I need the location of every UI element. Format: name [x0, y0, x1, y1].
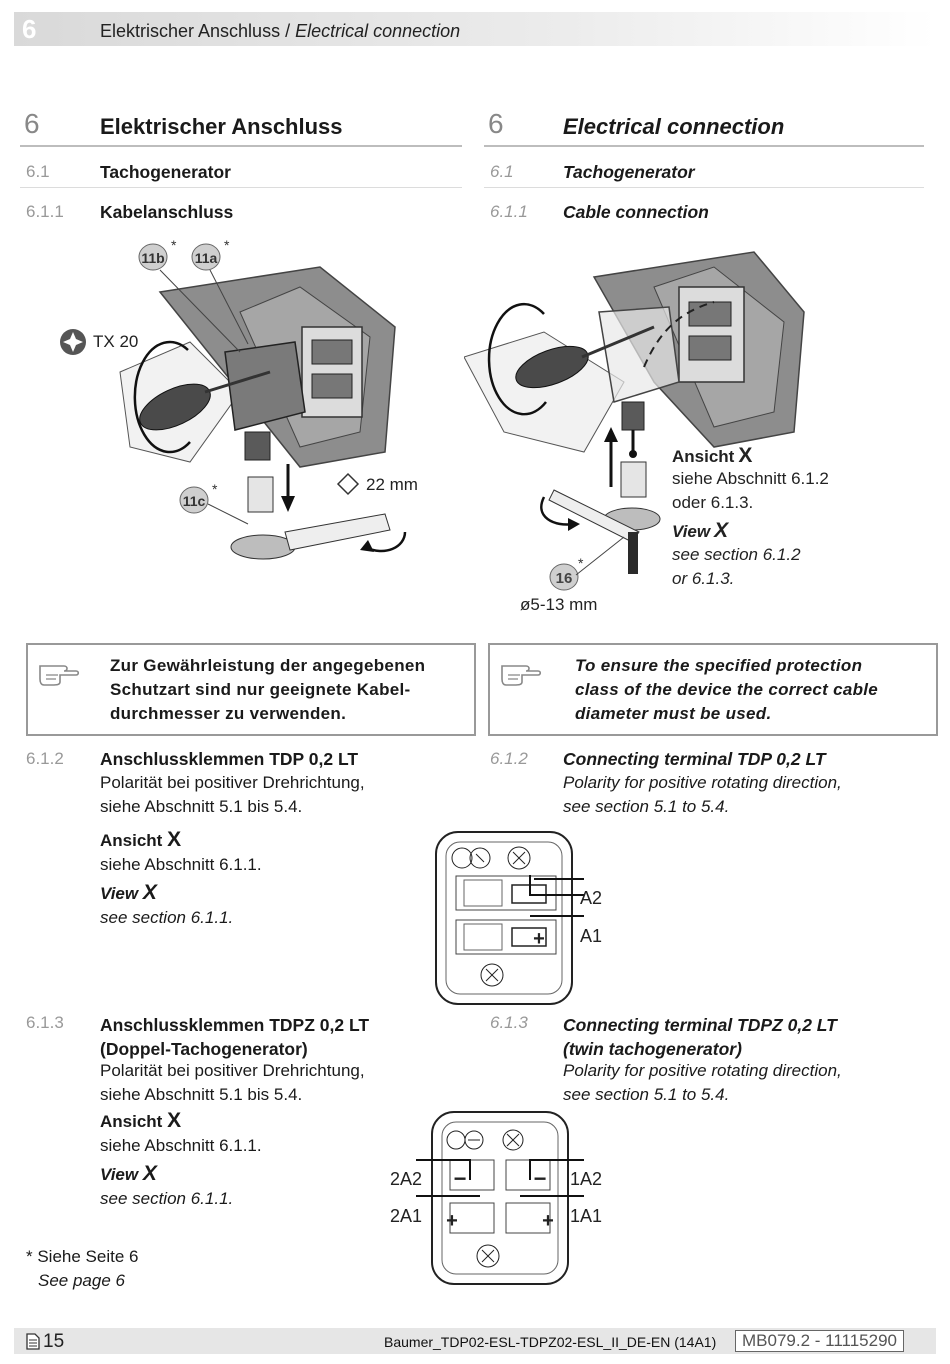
polarity-text-en: Polarity for positive rotating direction… — [563, 1061, 842, 1104]
subsection-title: Tachogenerator — [100, 162, 231, 182]
screw-icon — [476, 1244, 500, 1268]
subsection-title: Connecting terminal TDPZ 0,2 LT(twin tac… — [563, 1015, 837, 1059]
view-x-ref-en: see section 6.1.2 — [672, 545, 801, 564]
subsection-title: Anschlussklemmen TDP 0,2 LT — [100, 749, 359, 769]
subsection-number: 6.1.2 — [490, 749, 528, 768]
plus-terminal: + — [533, 928, 545, 950]
plus-terminal: + — [446, 1210, 458, 1232]
subsection-title: Connecting terminal TDP 0,2 LT — [563, 749, 826, 769]
section-number-de: 6 — [24, 108, 40, 139]
header-bar — [14, 12, 936, 46]
subsection-title: Tachogenerator — [563, 162, 695, 182]
cable-diameter-label: ø5-13 mm — [520, 595, 597, 614]
wrench-size-label: 22 mm — [366, 475, 418, 494]
terminal-a2-label: A2 — [580, 888, 602, 908]
minus-terminal: − — [534, 1166, 547, 1191]
terminal-diagram-tdp: + A2 A1 — [435, 831, 602, 1005]
subsection-number: 6.1.3 — [26, 1013, 64, 1032]
torx-size-label: TX 20 — [93, 332, 138, 351]
view-x-ref-de: oder 6.1.3. — [672, 493, 753, 512]
terminal-2a2-label: 2A2 — [390, 1169, 422, 1189]
asterisk: * — [212, 481, 218, 497]
subsection-number: 6.1.2 — [26, 749, 64, 768]
subsection-number: 6.1.3 — [490, 1013, 528, 1032]
terminal-diagram-tdpz: − − + + 2A2 2A1 1A2 1A1 — [390, 1111, 602, 1285]
callout-11a: 11a — [195, 250, 218, 266]
subsection-number: 6.1 — [490, 162, 514, 181]
ground-icon — [451, 847, 473, 869]
callout-11b: 11b — [141, 250, 164, 266]
terminal-a1-label: A1 — [580, 926, 602, 946]
pointing-hand-icon — [501, 665, 542, 686]
view-x-ref-de: siehe Abschnitt 6.1.2 — [672, 469, 829, 488]
subsection-title: Kabelanschluss — [100, 202, 234, 222]
screw-icon — [502, 1129, 524, 1151]
header-title: Elektrischer Anschluss / Electrical conn… — [100, 21, 461, 41]
screw-icon — [507, 846, 531, 870]
section-title-de: Elektrischer Anschluss — [100, 114, 343, 139]
minus-terminal: − — [454, 1166, 467, 1191]
section-number-en: 6 — [488, 108, 504, 139]
view-x-block-de: Ansicht X siehe Abschnitt 6.1.1. View X … — [100, 1109, 262, 1208]
pointing-hand-icon — [39, 665, 80, 686]
asterisk: * — [578, 555, 584, 571]
polarity-text-en: Polarity for positive rotating direction… — [563, 773, 842, 816]
cable-connection-figure-left: 11b * 11a * 11c * TX 20 22 mm — [60, 237, 418, 560]
header-chapter-number: 6 — [22, 14, 37, 44]
note-box-en — [488, 643, 938, 736]
page-number: 15 — [43, 1331, 65, 1352]
footnote: * Siehe Seite 6 See page 6 — [26, 1247, 139, 1290]
asterisk: * — [171, 237, 177, 253]
asterisk: * — [224, 237, 230, 253]
plus-terminal: + — [542, 1210, 554, 1232]
subsection-title: Cable connection — [563, 202, 709, 222]
divider — [484, 187, 924, 188]
page-icon — [26, 1333, 40, 1350]
subsection-number: 6.1.1 — [490, 202, 528, 221]
polarity-text-de: Polarität bei positiver Drehrichtung,sie… — [100, 1061, 365, 1104]
divider — [20, 187, 462, 188]
document-id: MB079.2 - 11115290 — [735, 1330, 905, 1352]
terminal-2a1-label: 2A1 — [390, 1206, 422, 1226]
subsection-title: Anschlussklemmen TDPZ 0,2 LT(Doppel-Tach… — [100, 1015, 370, 1059]
view-x-ref-en: or 6.1.3. — [672, 569, 734, 588]
callout-11c: 11c — [183, 493, 206, 509]
terminal-1a1-label: 1A1 — [570, 1206, 602, 1226]
document-name: Baumer_TDP02-ESL-TDPZ02-ESL_II_DE-EN (14… — [384, 1334, 717, 1350]
divider — [20, 145, 462, 147]
section-title-en: Electrical connection — [563, 114, 785, 139]
note-box-de — [26, 643, 476, 736]
screw-icon — [480, 963, 504, 987]
subsection-number: 6.1 — [26, 162, 50, 181]
terminal-1a2-label: 1A2 — [570, 1169, 602, 1189]
callout-16: 16 — [556, 570, 573, 587]
subsection-number: 6.1.1 — [26, 202, 64, 221]
polarity-text-de: Polarität bei positiver Drehrichtung,sie… — [100, 773, 365, 816]
divider — [484, 145, 924, 147]
view-x-block-de: Ansicht X siehe Abschnitt 6.1.1. View X … — [100, 828, 262, 927]
hex-nut-icon — [336, 472, 360, 496]
